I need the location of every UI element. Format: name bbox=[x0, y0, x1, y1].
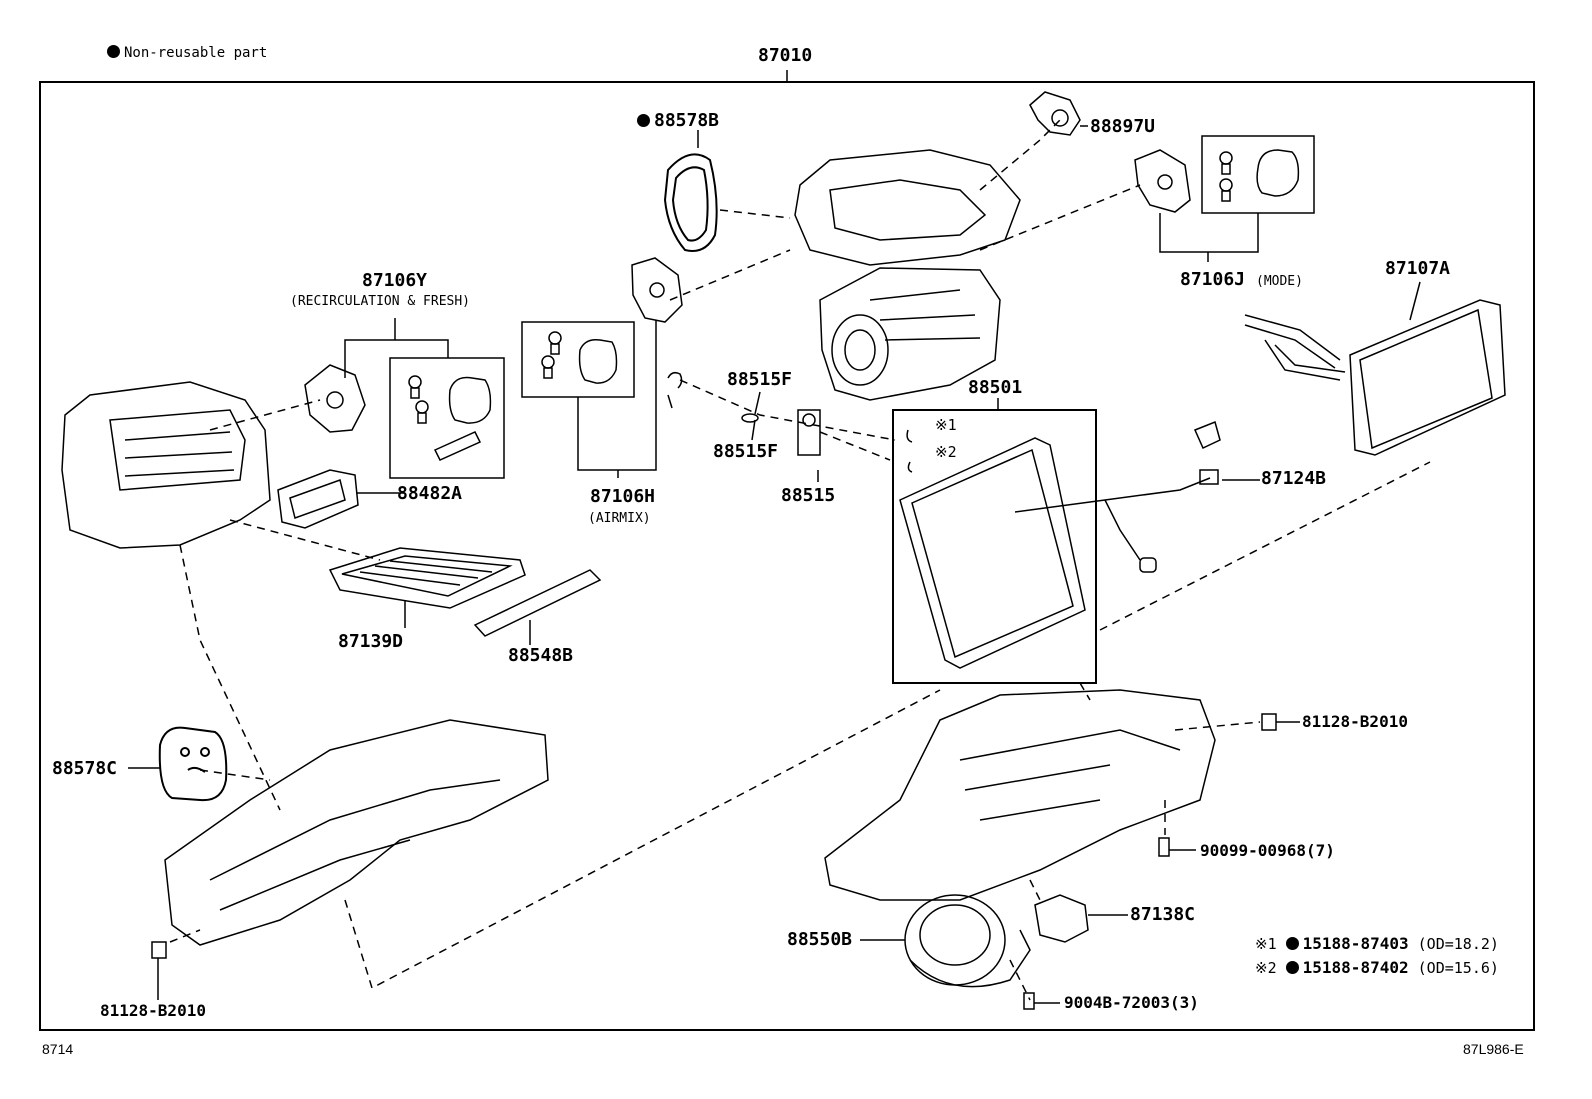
part-87106Y-servo bbox=[304, 364, 366, 433]
label-87106Y: 87106Y bbox=[362, 270, 428, 291]
note-1-spec: (OD=18.2) bbox=[1417, 935, 1499, 953]
note-2-mark: ※2 bbox=[1255, 959, 1277, 977]
label-81128-B2010-left: 81128-B2010 bbox=[100, 1001, 206, 1020]
part-88482A bbox=[277, 469, 359, 529]
heater-core-87107A bbox=[1244, 299, 1506, 456]
label-88501: 88501 bbox=[968, 377, 1023, 398]
label-87139D: 87139D bbox=[338, 631, 404, 652]
clip-81128-right bbox=[1261, 713, 1277, 731]
bracket-87106Y bbox=[344, 318, 449, 378]
screws-87106J bbox=[1219, 149, 1300, 202]
label-88482A: 88482A bbox=[397, 483, 463, 504]
part-88897U bbox=[1029, 91, 1088, 136]
label-90099-00968: 90099-00968(7) bbox=[1200, 841, 1335, 860]
filter-87139D bbox=[328, 547, 526, 609]
bullet-icon bbox=[107, 45, 120, 58]
legend-non-reusable: Non-reusable part bbox=[107, 45, 267, 60]
non-reusable-bullet-icon bbox=[1285, 937, 1299, 950]
note-2-spec: (OD=15.6) bbox=[1417, 959, 1499, 977]
label-87106J-desc: (MODE) bbox=[1256, 274, 1303, 289]
intake-case bbox=[61, 381, 271, 549]
sensor-87124B bbox=[1014, 420, 1221, 573]
gasket-88578B bbox=[663, 153, 718, 252]
label-88550B: 88550B bbox=[787, 929, 853, 950]
part-87106H-servo bbox=[631, 257, 683, 323]
callout-box-88501 bbox=[892, 409, 1097, 684]
bracket-87106H bbox=[577, 320, 657, 478]
callout-box-87106Y-screws bbox=[389, 357, 505, 479]
footer-right: 87L986-E bbox=[1463, 1041, 1524, 1057]
leader-87107A bbox=[1409, 281, 1421, 321]
evaporator-88501 bbox=[899, 429, 1086, 669]
lower-left-case bbox=[164, 719, 549, 946]
label-87138C: 87138C bbox=[1130, 904, 1196, 925]
label-87106H-desc: (AIRMIX) bbox=[588, 511, 651, 526]
label-88578B: 88578B bbox=[637, 112, 719, 130]
bracket-87106J bbox=[1159, 213, 1259, 262]
label-88515: 88515 bbox=[781, 485, 836, 506]
mark-2: ※2 bbox=[935, 443, 957, 461]
o-ring-88515F bbox=[667, 371, 759, 423]
callout-box-87106J-screws bbox=[1201, 135, 1315, 214]
upper-heater-case bbox=[794, 149, 1021, 401]
note-row-1: ※1 15188-87403 (OD=18.2) bbox=[1255, 936, 1499, 952]
label-87124B: 87124B bbox=[1261, 468, 1327, 489]
lower-right-case bbox=[824, 689, 1216, 901]
label-87106J: 87106J bbox=[1180, 269, 1246, 290]
cover-88548B bbox=[473, 569, 602, 637]
screws-87106Y bbox=[408, 375, 492, 461]
screws-87106H bbox=[541, 331, 618, 384]
label-leaders bbox=[128, 130, 1260, 769]
assembly-frame bbox=[39, 81, 1535, 1031]
note-1-mark: ※1 bbox=[1255, 935, 1277, 953]
label-87107A: 87107A bbox=[1385, 258, 1451, 279]
label-88515F-lower: 88515F bbox=[713, 441, 779, 462]
blower-88550B bbox=[860, 894, 1031, 988]
label-88578B-text: 88578B bbox=[654, 110, 720, 131]
mark-1: ※1 bbox=[935, 416, 957, 434]
label-88897U: 88897U bbox=[1090, 116, 1156, 137]
dashed-assembly-lines bbox=[169, 119, 1431, 1001]
note-row-2: ※2 15188-87402 (OD=15.6) bbox=[1255, 960, 1499, 976]
part-87106J-servo bbox=[1134, 149, 1191, 213]
valve-88515 bbox=[797, 409, 821, 456]
label-88515F-upper: 88515F bbox=[727, 369, 793, 390]
label-88548B: 88548B bbox=[508, 645, 574, 666]
screw-9004B bbox=[1023, 992, 1060, 1010]
note-2-part: 15188-87402 bbox=[1302, 958, 1409, 977]
label-87106Y-desc: (RECIRCULATION & FRESH) bbox=[290, 294, 471, 309]
screw-90099 bbox=[1158, 837, 1196, 857]
label-assembly-87010: 87010 bbox=[758, 45, 813, 66]
label-88578C: 88578C bbox=[52, 758, 118, 779]
gasket-88578C bbox=[158, 726, 228, 802]
non-reusable-bullet-icon bbox=[637, 114, 650, 127]
legend-non-reusable-text: Non-reusable part bbox=[124, 45, 268, 61]
footer-left: 8714 bbox=[42, 1041, 74, 1057]
non-reusable-bullet-icon bbox=[1285, 961, 1299, 974]
note-1-part: 15188-87403 bbox=[1302, 934, 1409, 953]
clip-81128-left bbox=[151, 941, 167, 959]
part-87138C bbox=[1034, 894, 1128, 943]
label-87106H: 87106H bbox=[590, 486, 656, 507]
label-9004B-72003: 9004B-72003(3) bbox=[1064, 993, 1199, 1012]
label-81128-B2010-right: 81128-B2010 bbox=[1302, 712, 1408, 731]
